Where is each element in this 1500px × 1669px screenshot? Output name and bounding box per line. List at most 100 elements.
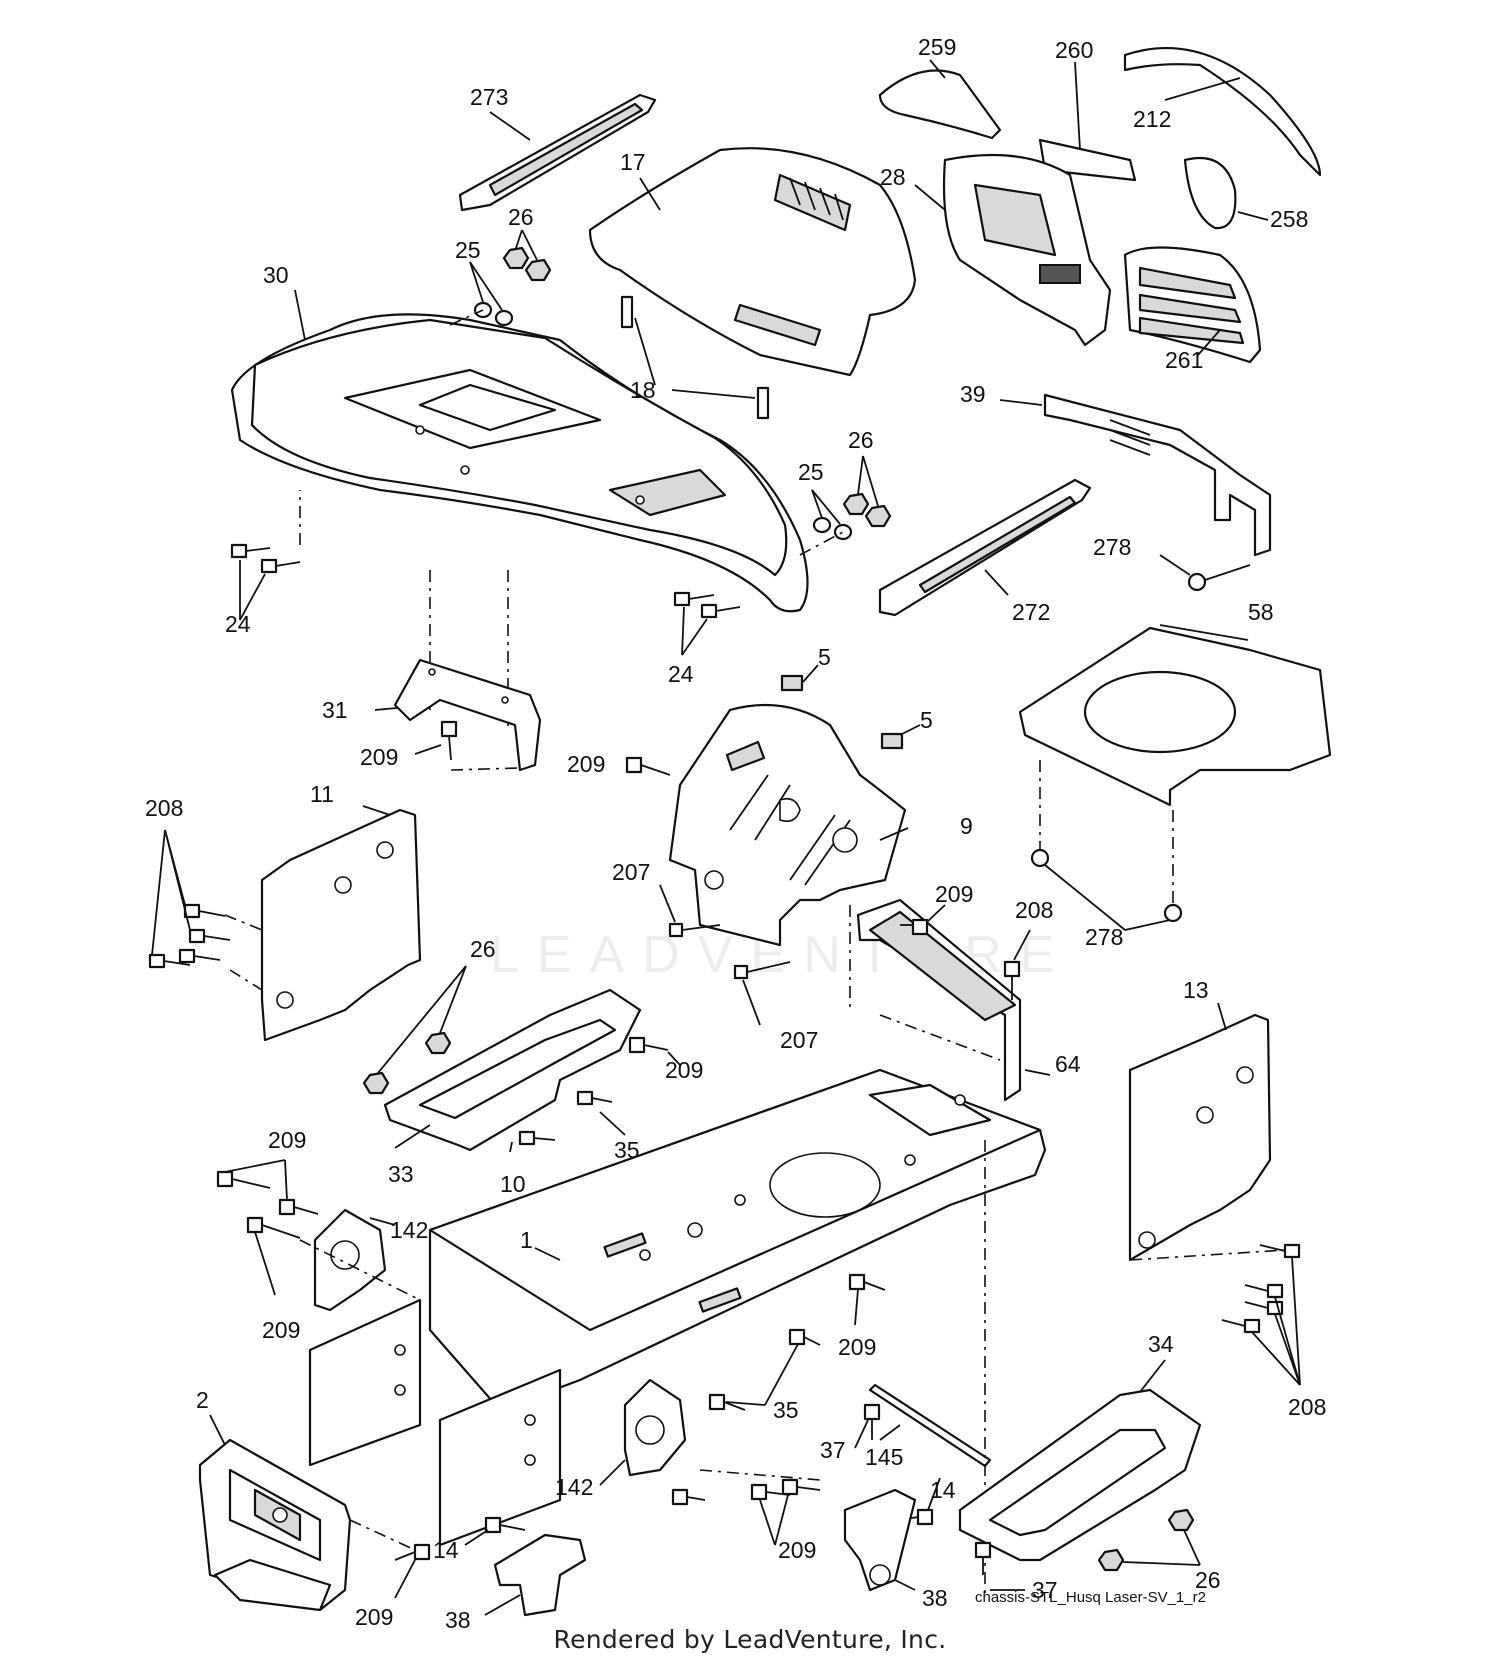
part-31-bracket — [374, 658, 542, 772]
bolt-209-e — [628, 1036, 681, 1066]
frame-front-plates — [308, 1298, 562, 1547]
bolts-209-frame — [848, 1273, 886, 1326]
bolts-208-right — [1129, 1243, 1301, 1386]
callout-64: 64 — [1055, 1051, 1081, 1077]
part-259-cover — [878, 59, 1002, 140]
part-258-emblem — [1183, 156, 1269, 230]
callout-38-a: 38 — [445, 1607, 471, 1633]
callout-25-a: 25 — [455, 237, 481, 263]
bolt-10 — [509, 1130, 556, 1153]
callout-37-a: 37 — [820, 1437, 846, 1463]
bolts-207 — [659, 884, 791, 1026]
callout-258: 258 — [1270, 206, 1308, 232]
callout-13: 13 — [1183, 977, 1209, 1003]
bolts-24-right — [673, 591, 741, 656]
part-142-bracket-upper — [313, 1208, 396, 1312]
callout-37-b: 37 — [1032, 1577, 1058, 1603]
bolts-209-lower — [671, 1469, 821, 1546]
callout-209-b: 209 — [567, 751, 605, 777]
callout-5-a: 5 — [818, 644, 831, 670]
bolt-35-a — [576, 1090, 626, 1136]
part-261-grill — [1123, 246, 1262, 364]
callout-33: 33 — [388, 1161, 414, 1187]
diagram-code: chassis-STL_Husq Laser-SV_1_r2 — [975, 1589, 1206, 1606]
screw-278-upper — [1159, 554, 1251, 592]
bolt-208-b — [1003, 929, 1031, 1000]
callout-24-a: 24 — [225, 611, 251, 637]
bolt-209-h — [349, 1519, 431, 1599]
callout-28: 28 — [880, 164, 906, 190]
callout-209-f: 209 — [262, 1317, 300, 1343]
callout-278-b: 278 — [1085, 924, 1123, 950]
part-13-side-plate — [1128, 1002, 1272, 1262]
bolts-208-left — [148, 829, 263, 991]
part-39-bracket — [999, 393, 1272, 557]
bolts-24-left — [230, 490, 301, 621]
bolt-209-a — [414, 720, 521, 771]
part-30-console — [230, 289, 809, 613]
callout-145: 145 — [865, 1444, 903, 1470]
callout-14-b: 14 — [930, 1477, 956, 1503]
part-260-panel — [1038, 61, 1137, 182]
bolt-209-b — [625, 756, 671, 776]
bolts-209-upper-left — [216, 1159, 421, 1301]
callout-207-a: 207 — [612, 859, 650, 885]
callout-24-b: 24 — [668, 661, 694, 687]
callout-18: 18 — [630, 377, 656, 403]
callout-11: 11 — [310, 781, 334, 807]
callout-31: 31 — [322, 697, 348, 723]
callout-142-a: 142 — [390, 1217, 428, 1243]
callout-209-c: 209 — [935, 881, 973, 907]
callout-10: 10 — [500, 1171, 526, 1197]
part-64-bracket — [849, 898, 1051, 1102]
callout-38-b: 38 — [922, 1585, 948, 1611]
hardware-25-26-left — [449, 229, 552, 327]
callout-212: 212 — [1133, 106, 1171, 132]
part-2-bumper — [198, 1414, 352, 1612]
nuts-26-lower — [1097, 1508, 1201, 1572]
bolts-35-lower — [708, 1328, 821, 1411]
callout-35-a: 35 — [614, 1137, 640, 1163]
callout-259: 259 — [918, 34, 956, 60]
part-38-brackets — [484, 1488, 917, 1617]
callout-208-a: 208 — [145, 795, 183, 821]
screws-278-lower — [1030, 760, 1183, 931]
grommets-5 — [780, 664, 921, 750]
callout-30: 30 — [263, 262, 289, 288]
callout-26-d: 26 — [1195, 1567, 1221, 1593]
callout-35-b: 35 — [773, 1397, 799, 1423]
callout-34: 34 — [1148, 1331, 1174, 1357]
part-142-bracket-lower — [599, 1378, 687, 1486]
callout-209-d: 209 — [665, 1057, 703, 1083]
nuts-26-mid — [362, 965, 467, 1095]
callout-labels: 273 17 259 260 212 28 258 26 25 30 261 1… — [145, 34, 1326, 1633]
part-11-side-plate — [260, 805, 422, 1042]
callout-273: 273 — [470, 84, 508, 110]
callout-58: 58 — [1248, 599, 1274, 625]
callout-25-b: 25 — [798, 459, 824, 485]
part-273-hood-trim — [458, 93, 657, 212]
part-28-grill-housing — [914, 153, 1112, 347]
callout-208-b: 208 — [1015, 897, 1053, 923]
part-17-hood — [588, 147, 917, 377]
part-34-footrest — [958, 1359, 1202, 1562]
callout-9: 9 — [960, 813, 973, 839]
bolt-209-d — [900, 904, 946, 936]
callout-2: 2 — [196, 1387, 209, 1413]
callout-26-c: 26 — [470, 936, 496, 962]
callout-209-h: 209 — [778, 1537, 816, 1563]
part-272-trim — [878, 478, 1092, 617]
part-212-grill-top — [1123, 47, 1322, 177]
callout-207-b: 207 — [780, 1027, 818, 1053]
callout-209-a: 209 — [360, 744, 398, 770]
callout-14-a: 14 — [433, 1537, 459, 1563]
callout-261: 261 — [1165, 347, 1203, 373]
callout-278-a: 278 — [1093, 534, 1131, 560]
part-33-footrest — [383, 988, 642, 1152]
callout-209-g: 209 — [838, 1334, 876, 1360]
part-145-rod — [854, 1383, 992, 1468]
callout-17: 17 — [620, 149, 646, 175]
callout-26-b: 26 — [848, 427, 874, 453]
part-9-dash-panel — [668, 703, 909, 947]
